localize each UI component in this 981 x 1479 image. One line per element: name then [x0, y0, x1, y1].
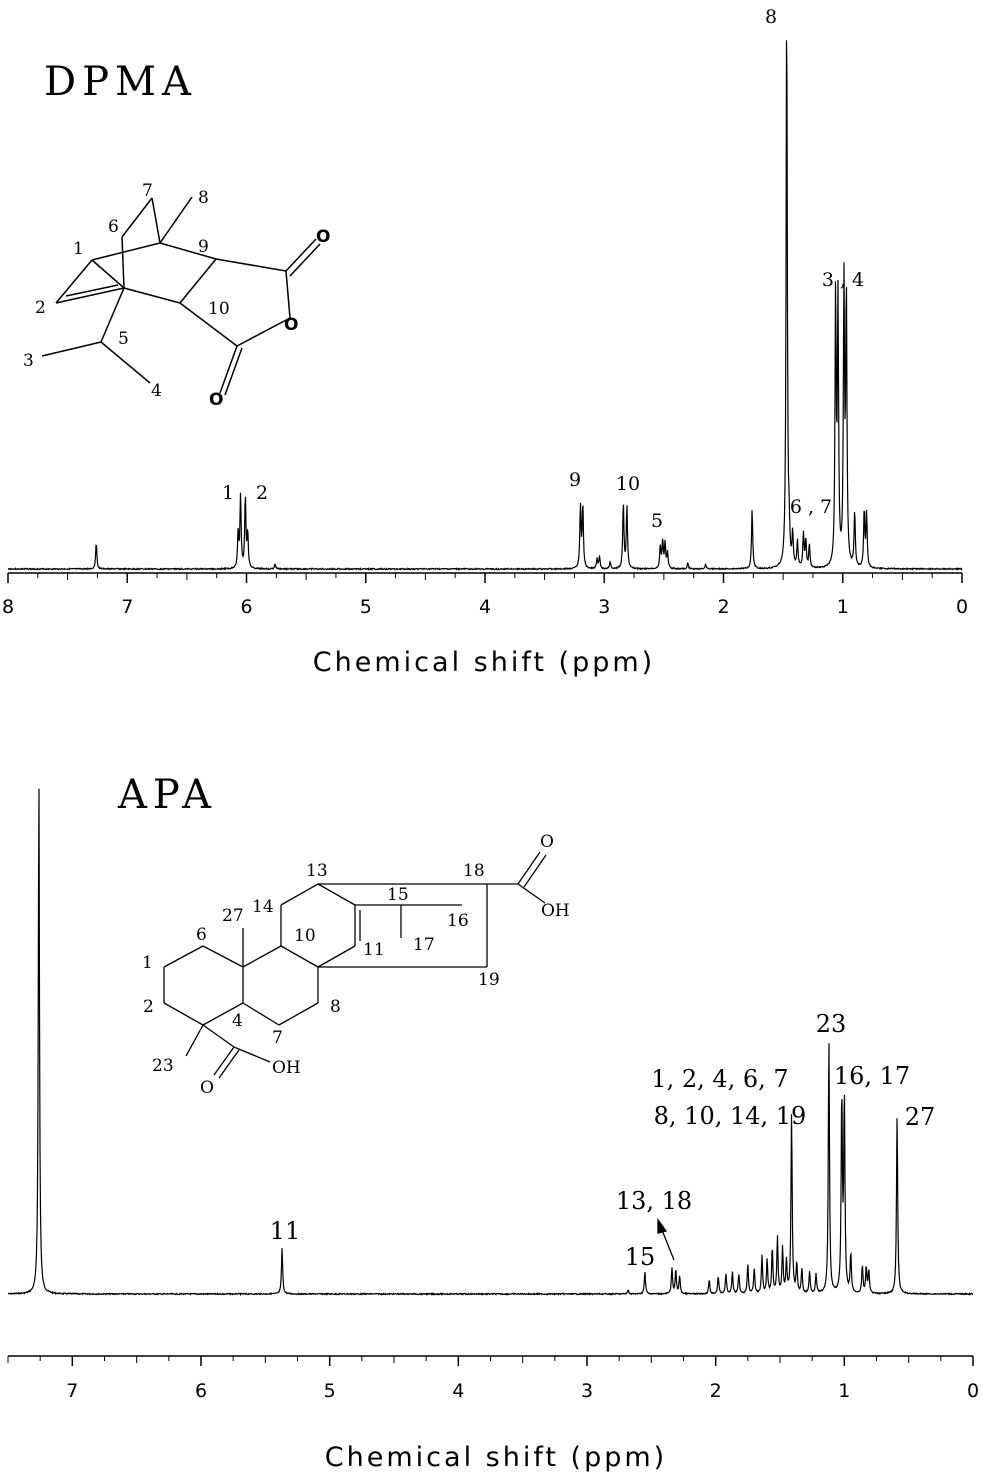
apa-atom-label: 14 — [252, 897, 274, 917]
x-tick-label: 2 — [710, 1380, 722, 1402]
apa-structure — [163, 851, 547, 1079]
apa-atom-label: 6 — [196, 925, 207, 945]
apa-atom-label: 2 — [143, 997, 154, 1017]
apa-atom-label: OH — [272, 1058, 301, 1078]
apa-peak-label-11: 11 — [270, 1217, 301, 1245]
apa-peak-label-23: 23 — [816, 1010, 847, 1038]
x-tick-label: 8 — [2, 596, 14, 618]
apa-atom-label: 10 — [294, 926, 316, 946]
apa-atom-label: 18 — [463, 861, 485, 881]
apa-title: APA — [117, 772, 217, 818]
apa-peak-label-13-18: 13, 18 — [616, 1187, 692, 1215]
apa-atom-label: 4 — [232, 1011, 243, 1031]
dpma-spectrum-line — [7, 40, 963, 572]
dpma-atom-label: 1 — [73, 239, 84, 259]
apa-atom-label: O — [540, 832, 554, 852]
apa-x-axis-label: Chemical shift (ppm) — [325, 1442, 667, 1473]
apa-peak-label-15: 15 — [625, 1243, 656, 1271]
apa-atom-label: 11 — [363, 940, 385, 960]
x-tick-label: 7 — [66, 1380, 78, 1402]
dpma-title: DPMA — [44, 59, 197, 105]
x-tick-label: 3 — [581, 1380, 593, 1402]
dpma-peak-label-2: 2 — [256, 482, 268, 504]
dpma-peak-label-10: 10 — [616, 473, 640, 495]
dpma-oxygen-label: O — [316, 227, 330, 247]
apa-x-ticks: 7 6 5 4 3 2 1 0 — [7, 1356, 979, 1402]
dpma-atom-label: 3 — [23, 351, 34, 371]
apa-structure-labels: 1 2 4 6 7 8 10 11 13 14 15 16 17 18 19 2… — [142, 832, 570, 1098]
dpma-atom-label: 4 — [151, 381, 162, 401]
dpma-oxygen-label: O — [284, 315, 298, 335]
x-tick-label: 7 — [121, 596, 133, 618]
dpma-peak-label-6-7: 6 , 7 — [790, 496, 832, 518]
apa-atom-label: 7 — [272, 1028, 283, 1048]
apa-atom-label: OH — [541, 901, 570, 921]
apa-peak-label-group-2: 8, 10, 14, 19 — [654, 1102, 807, 1130]
apa-spectrum-line — [7, 788, 974, 1296]
apa-atom-label: 19 — [478, 970, 500, 990]
apa-atom-label: 17 — [413, 935, 435, 955]
apa-atom-label: 16 — [447, 911, 469, 931]
dpma-atom-label: 7 — [142, 181, 153, 201]
x-tick-label: 6 — [195, 1380, 207, 1402]
dpma-atom-label: 10 — [208, 299, 230, 319]
apa-peak-label-16-17: 16, 17 — [834, 1062, 910, 1090]
x-tick-label: 4 — [452, 1380, 464, 1402]
dpma-atom-label: 9 — [198, 237, 209, 257]
dpma-peak-label-9: 9 — [569, 469, 581, 491]
dpma-atom-label: 8 — [198, 188, 209, 208]
x-tick-label: 4 — [479, 596, 491, 618]
x-tick-label: 1 — [837, 596, 849, 618]
x-tick-label: 0 — [956, 596, 968, 618]
apa-atom-label: 27 — [222, 906, 244, 926]
x-tick-label: 0 — [967, 1380, 979, 1402]
apa-peak-label-27: 27 — [905, 1103, 936, 1131]
x-tick-label: 5 — [360, 596, 372, 618]
x-tick-label: 1 — [838, 1380, 850, 1402]
apa-atom-label: 8 — [330, 997, 341, 1017]
dpma-peak-label-3-4: 3 , 4 — [822, 269, 864, 291]
x-tick-label: 2 — [717, 596, 729, 618]
dpma-peak-label-5: 5 — [651, 510, 663, 532]
apa-atom-label: 13 — [306, 861, 328, 881]
apa-atom-label: 1 — [142, 953, 153, 973]
dpma-structure — [41, 196, 321, 396]
dpma-oxygen-label: O — [209, 390, 223, 410]
dpma-x-ticks: 8 7 6 5 4 3 2 1 0 — [2, 573, 968, 618]
x-tick-label: 3 — [598, 596, 610, 618]
apa-atom-label: O — [200, 1078, 214, 1098]
dpma-atom-label: 5 — [118, 329, 129, 349]
dpma-x-axis-label: Chemical shift (ppm) — [313, 647, 655, 678]
dpma-structure-labels: 1 2 3 4 5 6 7 8 9 10 O O O — [23, 181, 330, 410]
dpma-peak-label-8: 8 — [765, 6, 777, 28]
apa-atom-label: 23 — [152, 1056, 174, 1076]
dpma-atom-label: 2 — [35, 298, 46, 318]
apa-peak-label-group-1: 1, 2, 4, 6, 7 — [651, 1065, 788, 1093]
dpma-atom-label: 6 — [108, 217, 119, 237]
x-tick-label: 5 — [324, 1380, 336, 1402]
apa-arrow-13-18 — [657, 1218, 675, 1261]
apa-atom-label: 15 — [387, 885, 409, 905]
dpma-peak-label-1: 1 — [222, 482, 234, 504]
x-tick-label: 6 — [240, 596, 252, 618]
